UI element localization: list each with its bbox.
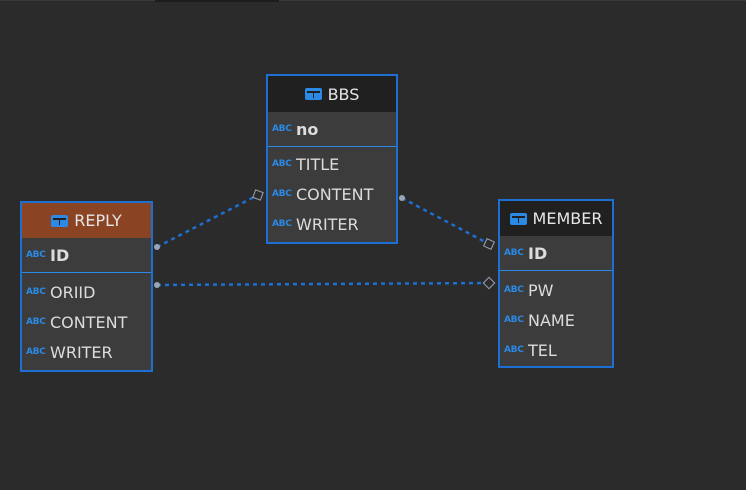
relation-reply-bbs [156, 193, 259, 249]
column-row[interactable]: ABC TEL [500, 335, 612, 365]
entity-title: BBS [327, 84, 360, 104]
relation-bbs-member [401, 196, 490, 246]
column-name: ID [50, 245, 70, 265]
canvas-top-border [0, 0, 746, 1]
entity-reply[interactable]: REPLY ABC ID ABC ORIID ABC CONTENT ABC W… [20, 201, 153, 372]
string-type-icon: ABC [26, 347, 46, 357]
column-name: WRITER [296, 214, 359, 234]
column-row[interactable]: ABC no [268, 112, 396, 146]
primary-key-section: ABC ID [22, 238, 151, 273]
column-row[interactable]: ABC WRITER [22, 337, 151, 367]
columns-section: ABC TITLE ABC CONTENT ABC WRITER [268, 147, 396, 239]
column-name: WRITER [50, 342, 113, 362]
column-name: PW [528, 280, 554, 300]
table-icon [51, 214, 69, 227]
entity-bbs[interactable]: BBS ABC no ABC TITLE ABC CONTENT ABC WRI… [266, 74, 398, 244]
column-row[interactable]: ABC CONTENT [22, 307, 151, 337]
string-type-icon: ABC [504, 315, 524, 325]
string-type-icon: ABC [272, 219, 292, 229]
primary-key-section: ABC ID [500, 236, 612, 271]
relation-source-dot [154, 244, 160, 250]
relation-target-diamond [252, 189, 264, 201]
columns-section: ABC ORIID ABC CONTENT ABC WRITER [22, 273, 151, 367]
relation-target-diamond [482, 276, 496, 290]
entity-header[interactable]: MEMBER [500, 201, 612, 236]
column-row[interactable]: ABC WRITER [268, 209, 396, 239]
column-row[interactable]: ABC PW [500, 275, 612, 305]
column-name: CONTENT [296, 184, 374, 204]
string-type-icon: ABC [504, 248, 524, 258]
string-type-icon: ABC [504, 345, 524, 355]
string-type-icon: ABC [26, 287, 46, 297]
entity-header[interactable]: REPLY [22, 203, 151, 238]
string-type-icon: ABC [26, 250, 46, 260]
string-type-icon: ABC [26, 317, 46, 327]
relation-source-dot [154, 282, 160, 288]
column-row[interactable]: ABC ID [500, 236, 612, 270]
string-type-icon: ABC [272, 189, 292, 199]
column-name: TEL [528, 340, 557, 360]
column-name: ORIID [50, 282, 96, 302]
tab-indicator [155, 0, 279, 2]
string-type-icon: ABC [272, 159, 292, 169]
column-name: ID [528, 243, 548, 263]
relation-target-diamond [483, 238, 495, 250]
column-row[interactable]: ABC TITLE [268, 149, 396, 179]
string-type-icon: ABC [504, 285, 524, 295]
column-name: no [296, 119, 319, 139]
string-type-icon: ABC [272, 124, 292, 134]
column-row[interactable]: ABC ID [22, 238, 151, 272]
table-icon [509, 212, 527, 225]
column-name: TITLE [296, 154, 340, 174]
column-row[interactable]: ABC NAME [500, 305, 612, 335]
column-name: CONTENT [50, 312, 128, 332]
entity-title: MEMBER [532, 209, 603, 228]
column-row[interactable]: ABC ORIID [22, 277, 151, 307]
relation-reply-member [156, 281, 490, 287]
entity-member[interactable]: MEMBER ABC ID ABC PW ABC NAME ABC TEL [498, 199, 614, 368]
entity-header[interactable]: BBS [268, 76, 396, 112]
entity-title: REPLY [74, 211, 122, 230]
column-name: NAME [528, 310, 575, 330]
relation-source-dot [399, 195, 405, 201]
primary-key-section: ABC no [268, 112, 396, 147]
table-icon [304, 88, 322, 100]
columns-section: ABC PW ABC NAME ABC TEL [500, 271, 612, 365]
column-row[interactable]: ABC CONTENT [268, 179, 396, 209]
